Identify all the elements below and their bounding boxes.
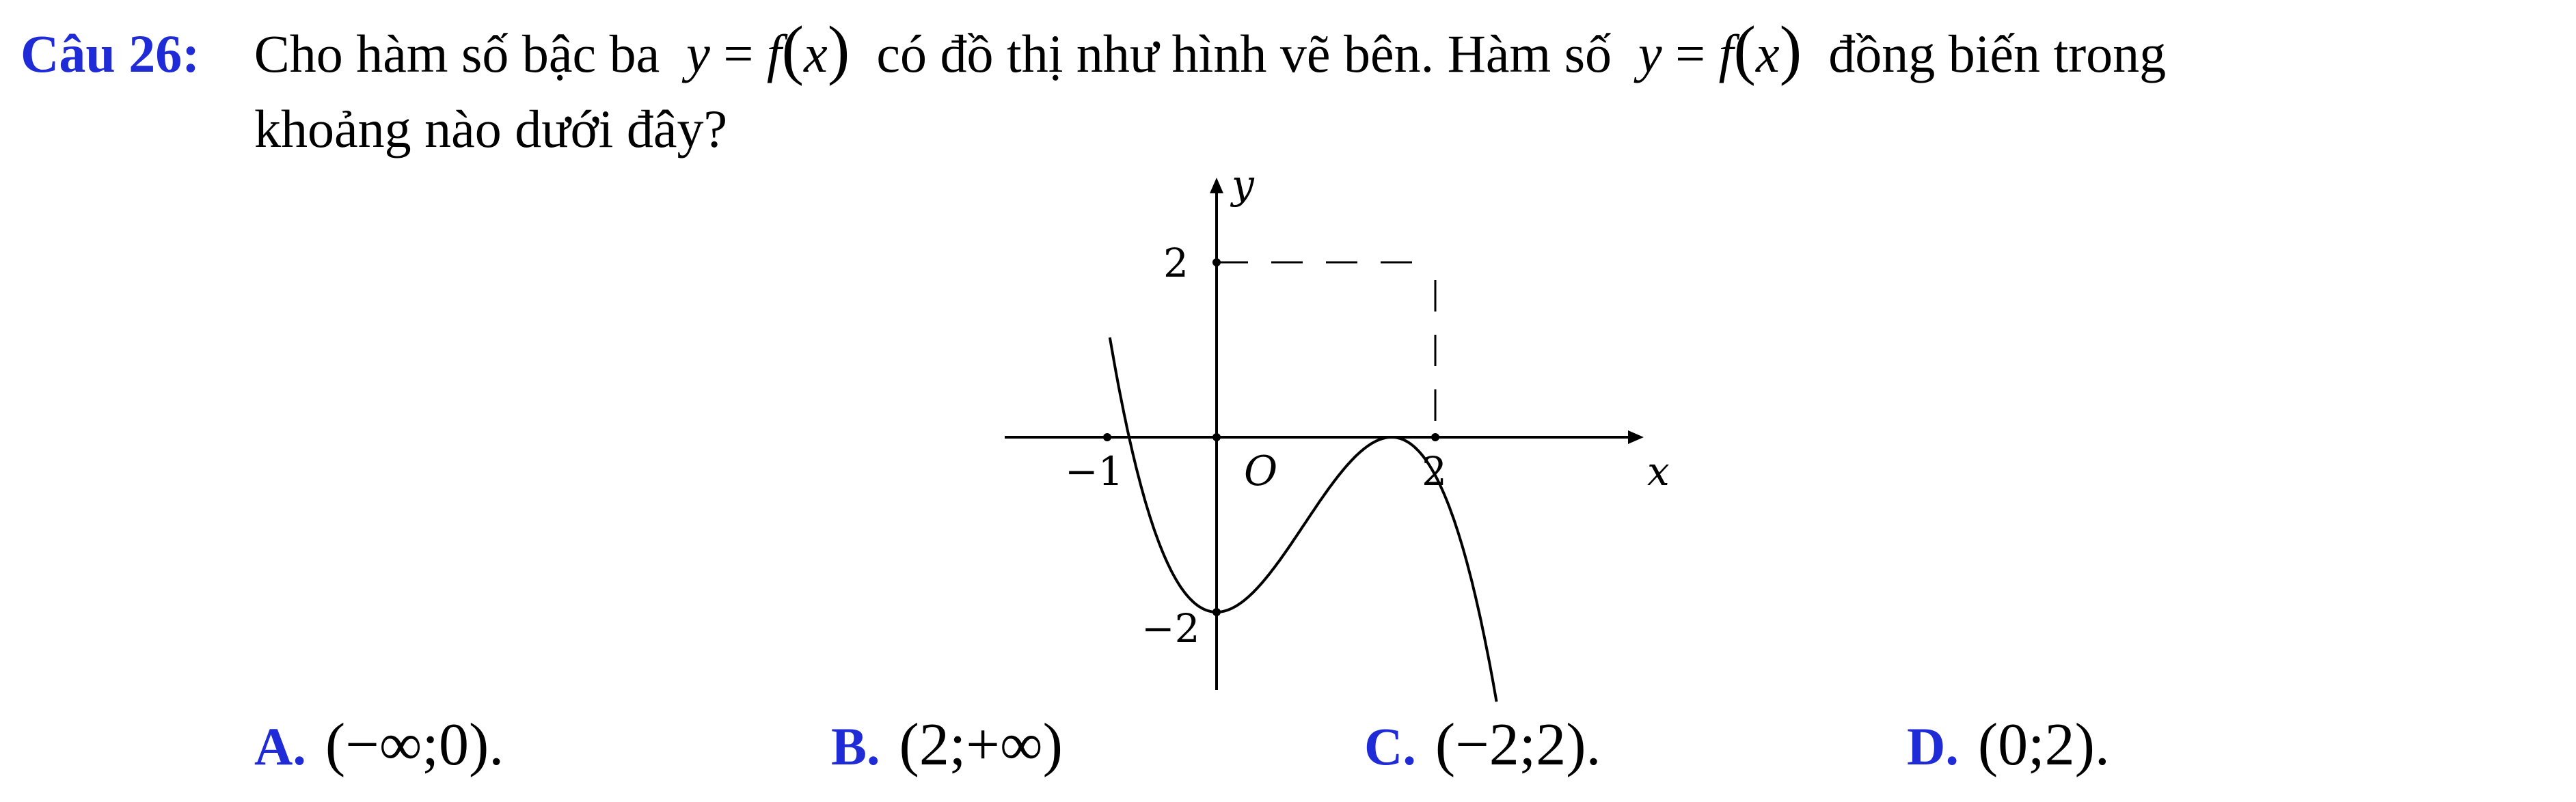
option-d[interactable]: D. (0;2).	[1907, 710, 2110, 779]
cubic-curve	[1108, 337, 1498, 702]
y-axis-label: y	[1230, 161, 1255, 208]
tick-label-y-2: 2	[1163, 240, 1189, 286]
math-equals-2: =	[1675, 24, 1706, 83]
paren-close: )	[827, 13, 850, 87]
option-b-label: B.	[831, 717, 880, 776]
question-line-1: Câu 26: Cho hàm số bậc ba y = f(x) có đồ…	[21, 16, 2166, 83]
paren-open: (	[781, 13, 804, 87]
tick-dot-y-2	[1212, 258, 1221, 266]
math-y-2: y	[1638, 24, 1662, 83]
tick-label-y-neg2: −2	[1141, 605, 1200, 652]
paren-close-2: )	[1779, 13, 1802, 87]
tick-label-x-2: 2	[1422, 448, 1447, 495]
option-a[interactable]: A. (−∞;0).	[254, 710, 504, 779]
option-d-text: (0;2).	[1977, 712, 2110, 778]
question-number: Câu 26:	[21, 24, 200, 83]
answer-options: A. (−∞;0). B. (2;+∞) C. (−2;2). D. (0;2).	[0, 710, 2576, 792]
tick-dot-origin	[1212, 433, 1221, 441]
function-graph: y x O −1 2 2 −2	[984, 157, 1722, 704]
option-a-text: (−∞;0).	[325, 712, 504, 778]
x-axis-label: x	[1647, 448, 1670, 495]
option-c-text: (−2;2).	[1435, 712, 1601, 778]
question-text-part3: đồng biến trong	[1828, 24, 2167, 83]
question-text-part1: Cho hàm số bậc ba	[254, 24, 660, 83]
graph-svg: y x O −1 2 2 −2	[1005, 161, 1670, 702]
math-f: f	[766, 24, 782, 83]
y-axis-arrow	[1210, 178, 1223, 193]
math-equals: =	[723, 24, 754, 83]
option-d-label: D.	[1907, 717, 1959, 776]
option-c-label: C.	[1364, 717, 1416, 776]
paren-open-2: (	[1733, 13, 1756, 87]
tick-dot-x-2	[1431, 433, 1439, 441]
option-b[interactable]: B. (2;+∞)	[831, 710, 1063, 779]
option-b-text: (2;+∞)	[899, 712, 1063, 778]
tick-dot-x-neg1	[1103, 433, 1111, 441]
math-x: x	[804, 24, 828, 83]
math-x-2: x	[1755, 24, 1780, 83]
x-axis-arrow	[1628, 430, 1644, 444]
option-c[interactable]: C. (−2;2).	[1364, 710, 1601, 779]
origin-label: O	[1244, 447, 1277, 495]
math-y: y	[686, 24, 710, 83]
tick-label-x-neg1: −1	[1065, 448, 1124, 495]
option-a-label: A.	[254, 717, 306, 776]
math-f-2: f	[1718, 24, 1734, 83]
question-line-2: khoảng nào dưới đây?	[254, 99, 728, 158]
question-text-part2: có đồ thị như hình vẽ bên. Hàm số	[876, 24, 1612, 83]
